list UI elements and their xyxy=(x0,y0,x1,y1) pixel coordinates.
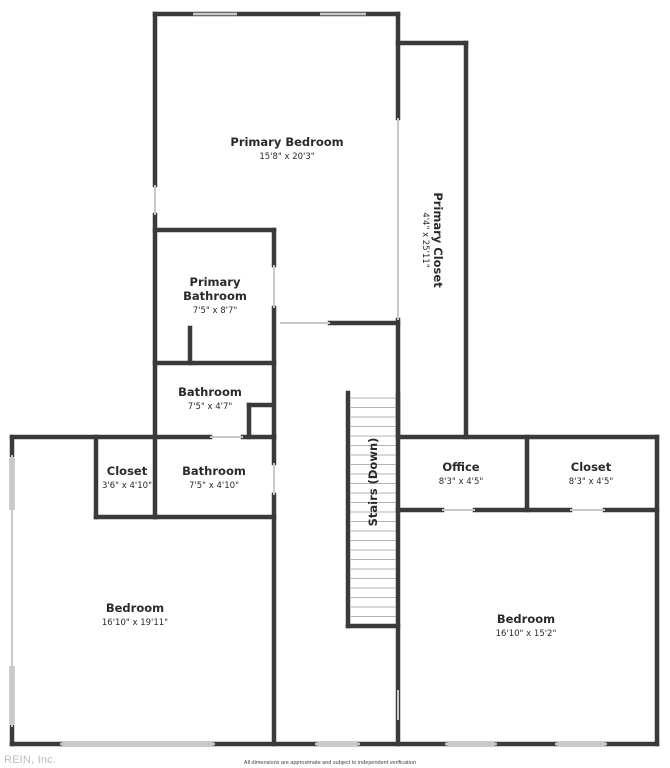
bedroom-left-dims: 16'10" x 19'11" xyxy=(102,618,168,628)
primary-bedroom-dims: 15'8" x 20'3" xyxy=(259,152,314,162)
primary-closet-name: Primary Closet xyxy=(431,192,445,288)
bathroom-upper-dims: 7'5" x 4'7" xyxy=(188,402,233,412)
primary-bedroom-name: Primary Bedroom xyxy=(230,135,343,149)
walls xyxy=(9,11,660,747)
room-labels: Primary Bedroom 15'8" x 20'3" Primary Cl… xyxy=(102,135,613,766)
stair-treads xyxy=(351,397,396,617)
closet-small-name: Closet xyxy=(107,464,148,478)
bathroom-lower-dims: 7'5" x 4'10" xyxy=(189,481,239,491)
office-dims: 8'3" x 4'5" xyxy=(439,477,484,487)
bedroom-left-name: Bedroom xyxy=(106,601,164,615)
office-name: Office xyxy=(442,460,479,474)
windows xyxy=(9,11,607,747)
disclaimer: All dimensions are approximate and subje… xyxy=(244,760,416,766)
bedroom-right-name: Bedroom xyxy=(497,612,555,626)
primary-closet-dims: 4'4" x 25'11" xyxy=(420,212,430,267)
stairs-label: Stairs (Down) xyxy=(366,438,380,527)
closet-small-dims: 3'6" x 4'10" xyxy=(102,481,152,491)
primary-bathroom-dims: 7'5" x 8'7" xyxy=(193,306,238,316)
primary-bathroom-name-line1: Primary xyxy=(190,275,241,289)
closet-right-dims: 8'3" x 4'5" xyxy=(569,477,614,487)
watermark-logo: REIN, Inc. xyxy=(4,754,57,766)
bathroom-lower-name: Bathroom xyxy=(182,464,246,478)
primary-bathroom-name-line2: Bathroom xyxy=(183,289,247,303)
bedroom-right-dims: 16'10" x 15'2" xyxy=(496,629,557,639)
bathroom-upper-name: Bathroom xyxy=(178,385,242,399)
closet-right-name: Closet xyxy=(571,460,612,474)
openings xyxy=(11,13,607,745)
